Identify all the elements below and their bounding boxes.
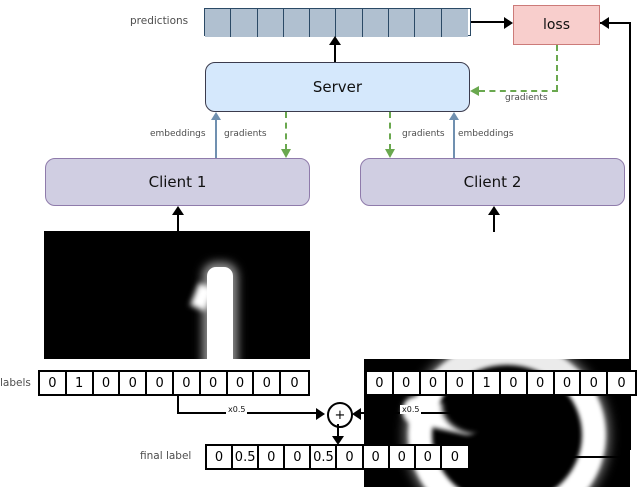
client2-label-cell: 0 [581, 372, 609, 394]
client2-input-line [493, 214, 495, 232]
client2-gradients-line [389, 112, 391, 150]
loss-gradients-vertical [556, 45, 558, 91]
prediction-cell [283, 9, 311, 37]
loss-gradients-horizontal [479, 90, 558, 92]
client1-label-cell: 1 [66, 372, 94, 394]
final-label-cell: 0 [363, 446, 390, 468]
final-label-cell: 0 [389, 446, 416, 468]
prediction-cell [415, 9, 442, 37]
client1-gradients-label: gradients [224, 129, 267, 139]
predictions-to-loss-line [471, 21, 506, 23]
client1-label-cell: 0 [281, 372, 308, 394]
plus-symbol: + [334, 407, 346, 423]
loss-box: loss [513, 5, 600, 45]
prediction-cell [231, 9, 258, 37]
client2-gradients-label: gradients [402, 129, 445, 139]
client1-scale-vertical [177, 396, 179, 413]
client1-gradients-line [285, 112, 287, 150]
client1-label-cell: 0 [147, 372, 174, 394]
digit-stroke [207, 267, 233, 359]
client1-scale-label: x0.5 [226, 405, 248, 414]
client2-scale-label: x0.5 [400, 405, 422, 414]
prediction-cell [310, 9, 337, 37]
client2-label-cell: 0 [447, 372, 475, 394]
client2-label-cell: 0 [420, 372, 448, 394]
sum-to-final-arrowhead [332, 436, 344, 445]
client2-embeddings-label: embeddings [458, 129, 514, 139]
client1-label-cell: 0 [40, 372, 67, 394]
final-label-cell: 0 [415, 446, 442, 468]
client2-label-cell: 1 [474, 372, 501, 394]
predictions-vector [204, 8, 471, 37]
server-box: Server [205, 62, 470, 112]
client1-gradients-arrowhead [281, 149, 291, 158]
client1-label-cell: 0 [173, 372, 201, 394]
final-label-row-label: final label [140, 450, 192, 462]
final-label-cell: 0 [207, 446, 234, 468]
client2-label: Client 2 [463, 173, 522, 191]
final-label-cell: 0 [441, 446, 468, 468]
client2-label-cell: 0 [554, 372, 582, 394]
client1-label-cell: 0 [120, 372, 148, 394]
client1-input-arrowhead [172, 206, 184, 215]
prediction-cell [336, 9, 363, 37]
final-label-cell: 0.5 [311, 446, 338, 468]
client2-scale-arrowhead [352, 408, 361, 420]
final-label-cell: 0 [337, 446, 364, 468]
final-label-to-loss-vertical [629, 22, 631, 450]
prediction-cell [389, 9, 416, 37]
server-to-predictions-arrowhead [329, 36, 341, 45]
client1-scale-arrowhead [316, 408, 325, 420]
client2-label-cell: 0 [608, 372, 635, 394]
prediction-cell [257, 9, 284, 37]
loss-gradients-arrowhead [470, 85, 479, 96]
client2-scale-vertical [503, 396, 505, 413]
client1-label-cell: 0 [200, 372, 228, 394]
final-label-cell: 0 [285, 446, 312, 468]
diagram-canvas: predictions loss gradients Server embedd… [0, 5, 637, 487]
client1-label: Client 1 [148, 173, 207, 191]
loss-label: loss [542, 17, 571, 33]
prediction-cell [362, 9, 390, 37]
client2-embeddings-arrowhead [449, 112, 459, 120]
client1-embeddings-label: embeddings [150, 129, 206, 139]
client2-label-cell: 0 [367, 372, 394, 394]
sum-node: + [327, 402, 353, 428]
client1-label-cell: 0 [227, 372, 255, 394]
client2-label-cell: 0 [500, 372, 528, 394]
client1-box: Client 1 [45, 158, 310, 206]
predictions-to-loss-arrowhead [504, 16, 513, 29]
final-label-cell: 0 [259, 446, 286, 468]
client2-box: Client 2 [360, 158, 625, 206]
client2-embeddings-line [453, 120, 455, 160]
client2-input-arrowhead [488, 206, 500, 215]
sum-to-final-line [337, 424, 339, 438]
client1-label-cell: 0 [254, 372, 282, 394]
client2-gradients-arrowhead [385, 149, 395, 158]
final-label-cell: 0.5 [233, 446, 260, 468]
client2-label-cell: 0 [393, 372, 421, 394]
predictions-label: predictions [130, 15, 189, 27]
server-to-predictions-line [334, 44, 336, 62]
server-label: Server [312, 78, 363, 96]
client1-label-cell: 0 [93, 372, 121, 394]
client1-embeddings-arrowhead [211, 112, 221, 120]
final-label-to-loss-arrowhead [600, 16, 609, 29]
prediction-cell [441, 9, 468, 37]
prediction-cell [205, 9, 232, 37]
client1-input-line [177, 214, 179, 232]
client2-label-cell: 0 [527, 372, 555, 394]
loss-gradients-label: gradients [505, 93, 548, 103]
final-label-to-bus-line [470, 456, 630, 458]
labels-row-label: labels [0, 377, 31, 389]
client1-digit-image [44, 231, 310, 359]
client2-scale-horizontal [360, 412, 505, 414]
client1-embeddings-line [215, 120, 217, 160]
final-label-to-loss-horizontal [600, 22, 630, 24]
